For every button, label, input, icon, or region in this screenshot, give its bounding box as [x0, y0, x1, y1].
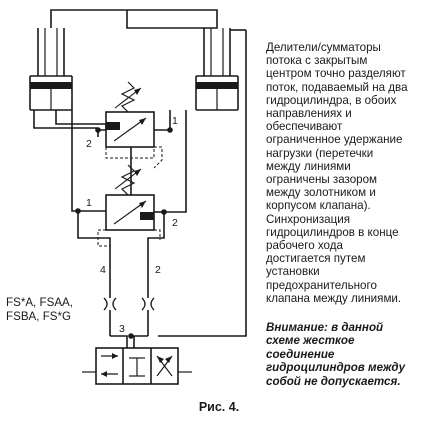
hydraulic-lines	[33, 9, 247, 348]
orifice-left	[103, 297, 117, 311]
left-cylinder	[29, 28, 73, 111]
upper-relief-valve	[105, 81, 163, 169]
warning-text: Внимание: в данной схеме жесткое соедине…	[266, 321, 406, 388]
description-text: Делители/сумматоры потока с закрытым цен…	[266, 41, 408, 305]
port-label-line-right: 2	[155, 264, 161, 276]
figure-caption: Рис. 4.	[198, 400, 240, 414]
junction-dots	[75, 127, 173, 339]
right-cylinder	[195, 28, 239, 111]
orifice-right	[141, 297, 155, 311]
lower-relief-valve	[78, 164, 164, 247]
port-label-supply: 3	[119, 323, 125, 335]
directional-valve	[82, 347, 192, 385]
port-label-upper-right: 1	[172, 115, 178, 127]
model-codes: FS*A, FSAA, FSBA, FS*G	[6, 296, 74, 323]
port-label-lower-right: 2	[172, 217, 178, 229]
port-label-lower-left: 1	[86, 197, 92, 209]
port-label-upper-left: 2	[86, 138, 92, 150]
port-label-line-left: 4	[100, 264, 106, 276]
